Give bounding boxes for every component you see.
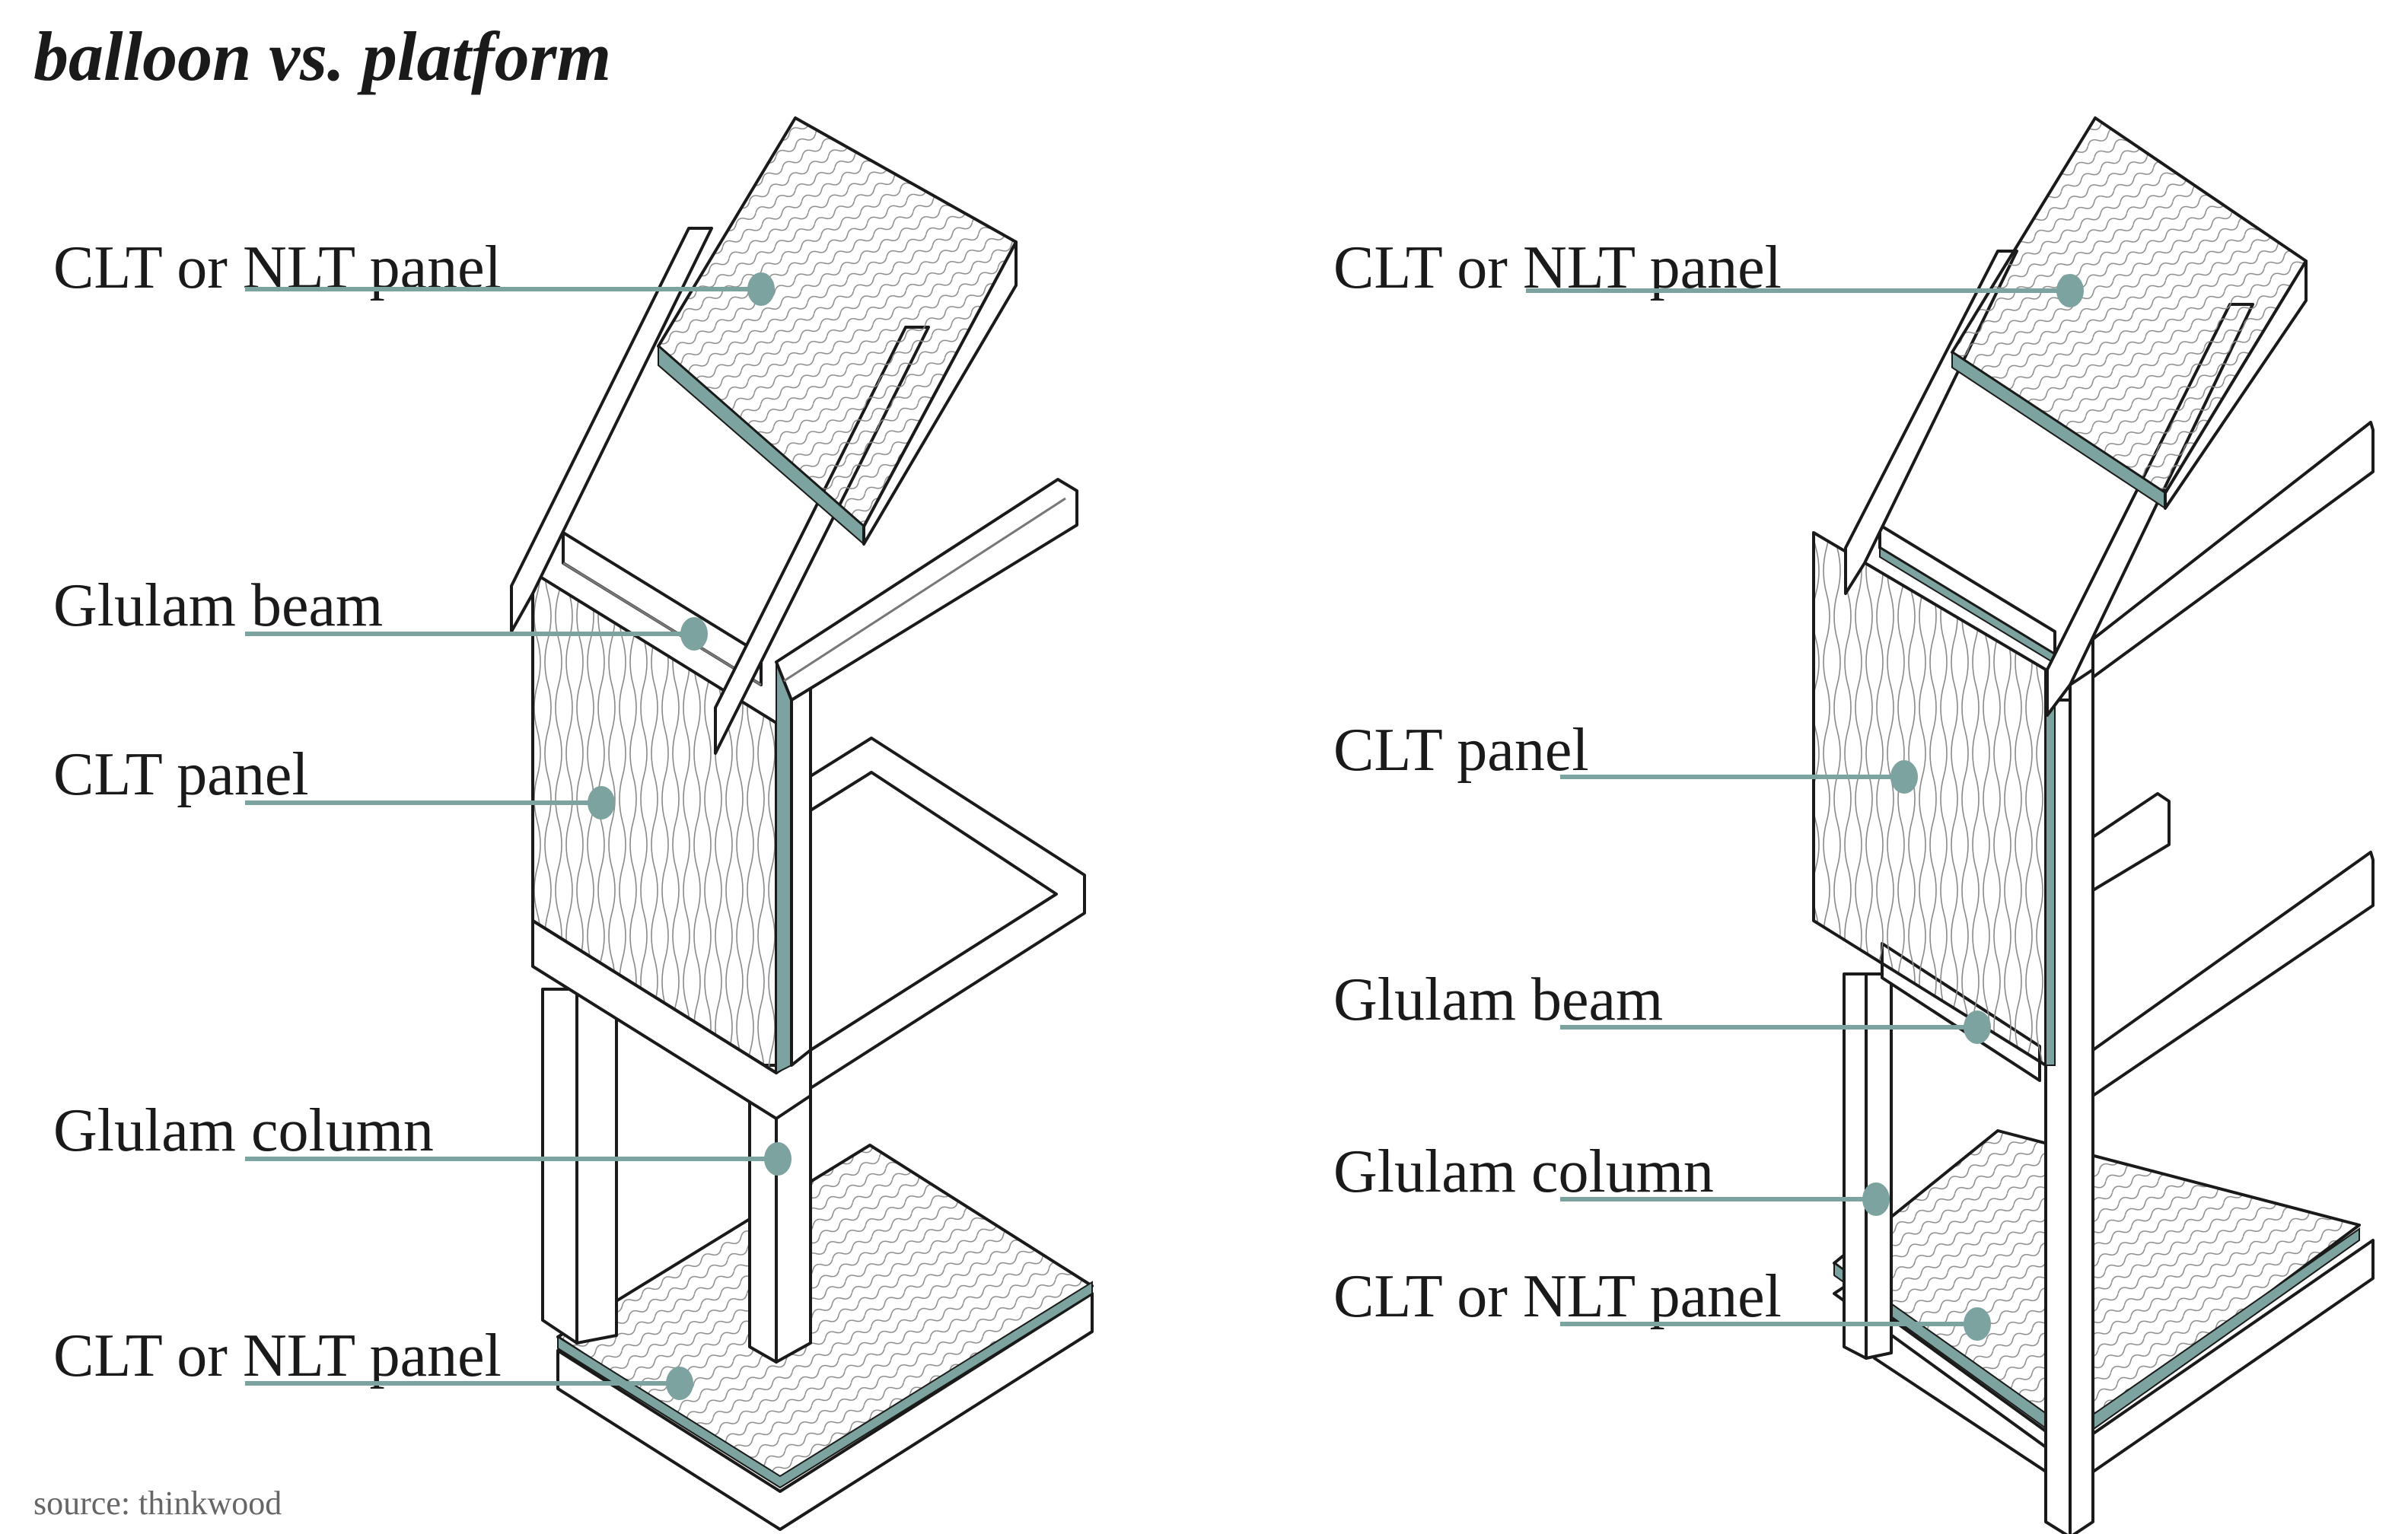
balloon-wall-panel [531,571,812,1074]
balloon-back-column [541,988,618,1345]
platform-label-column: Glulam column [1333,1138,1890,1216]
platform-label-floor-panel: CLT or NLT panel [1333,1263,1991,1341]
platform-label-roof-panel: CLT or NLT panel [1333,234,2084,307]
platform-wall-panel [1812,531,2056,1067]
label-text: CLT or NLT panel [53,1322,502,1389]
balloon-front-column [748,1049,812,1364]
diagram-title: balloon vs. platform [33,18,611,95]
balloon-label-beam: Glulam beam [53,572,708,651]
source-credit: source: thinkwood [33,1485,282,1522]
leader-dot [1862,1182,1890,1216]
platform-roof-panel [1951,116,2308,510]
leader-dot [680,617,708,651]
balloon-floor-panel [556,1144,1094,1531]
label-text: Glulam column [53,1097,434,1164]
leader-dot [666,1367,693,1400]
label-text: CLT panel [1333,717,1589,784]
platform-frame-drawing [1812,116,2375,1534]
balloon-label-roof-panel: CLT or NLT panel [53,234,775,306]
platform-joists [2091,421,2375,1097]
balloon-frame-drawing [510,116,1094,1531]
balloon-label-wall-panel: CLT panel [53,741,615,820]
platform-back-column [1843,972,1893,1360]
leader-dot [764,1142,792,1176]
leader-dot [2056,274,2084,307]
label-text: CLT panel [53,741,309,808]
leader-dot [1964,1307,1991,1341]
balloon-label-floor-panel: CLT or NLT panel [53,1322,693,1400]
balloon-beam [562,531,763,686]
platform-floor-panel [1833,1129,2375,1489]
label-text: Glulam column [1333,1138,1714,1205]
label-text: Glulam beam [1333,966,1663,1033]
leader-dot [747,272,775,306]
leader-dot [1890,760,1918,794]
balloon-roof-panel [657,116,1018,546]
label-text: Glulam beam [53,572,383,639]
leader-dot [1964,1010,1991,1044]
platform-label-beam: Glulam beam [1333,966,1991,1044]
leader-dot [588,786,615,820]
label-text: CLT or NLT panel [1333,1263,1782,1330]
balloon-label-column: Glulam column [53,1097,792,1176]
platform-label-wall-panel: CLT panel [1333,717,1918,794]
